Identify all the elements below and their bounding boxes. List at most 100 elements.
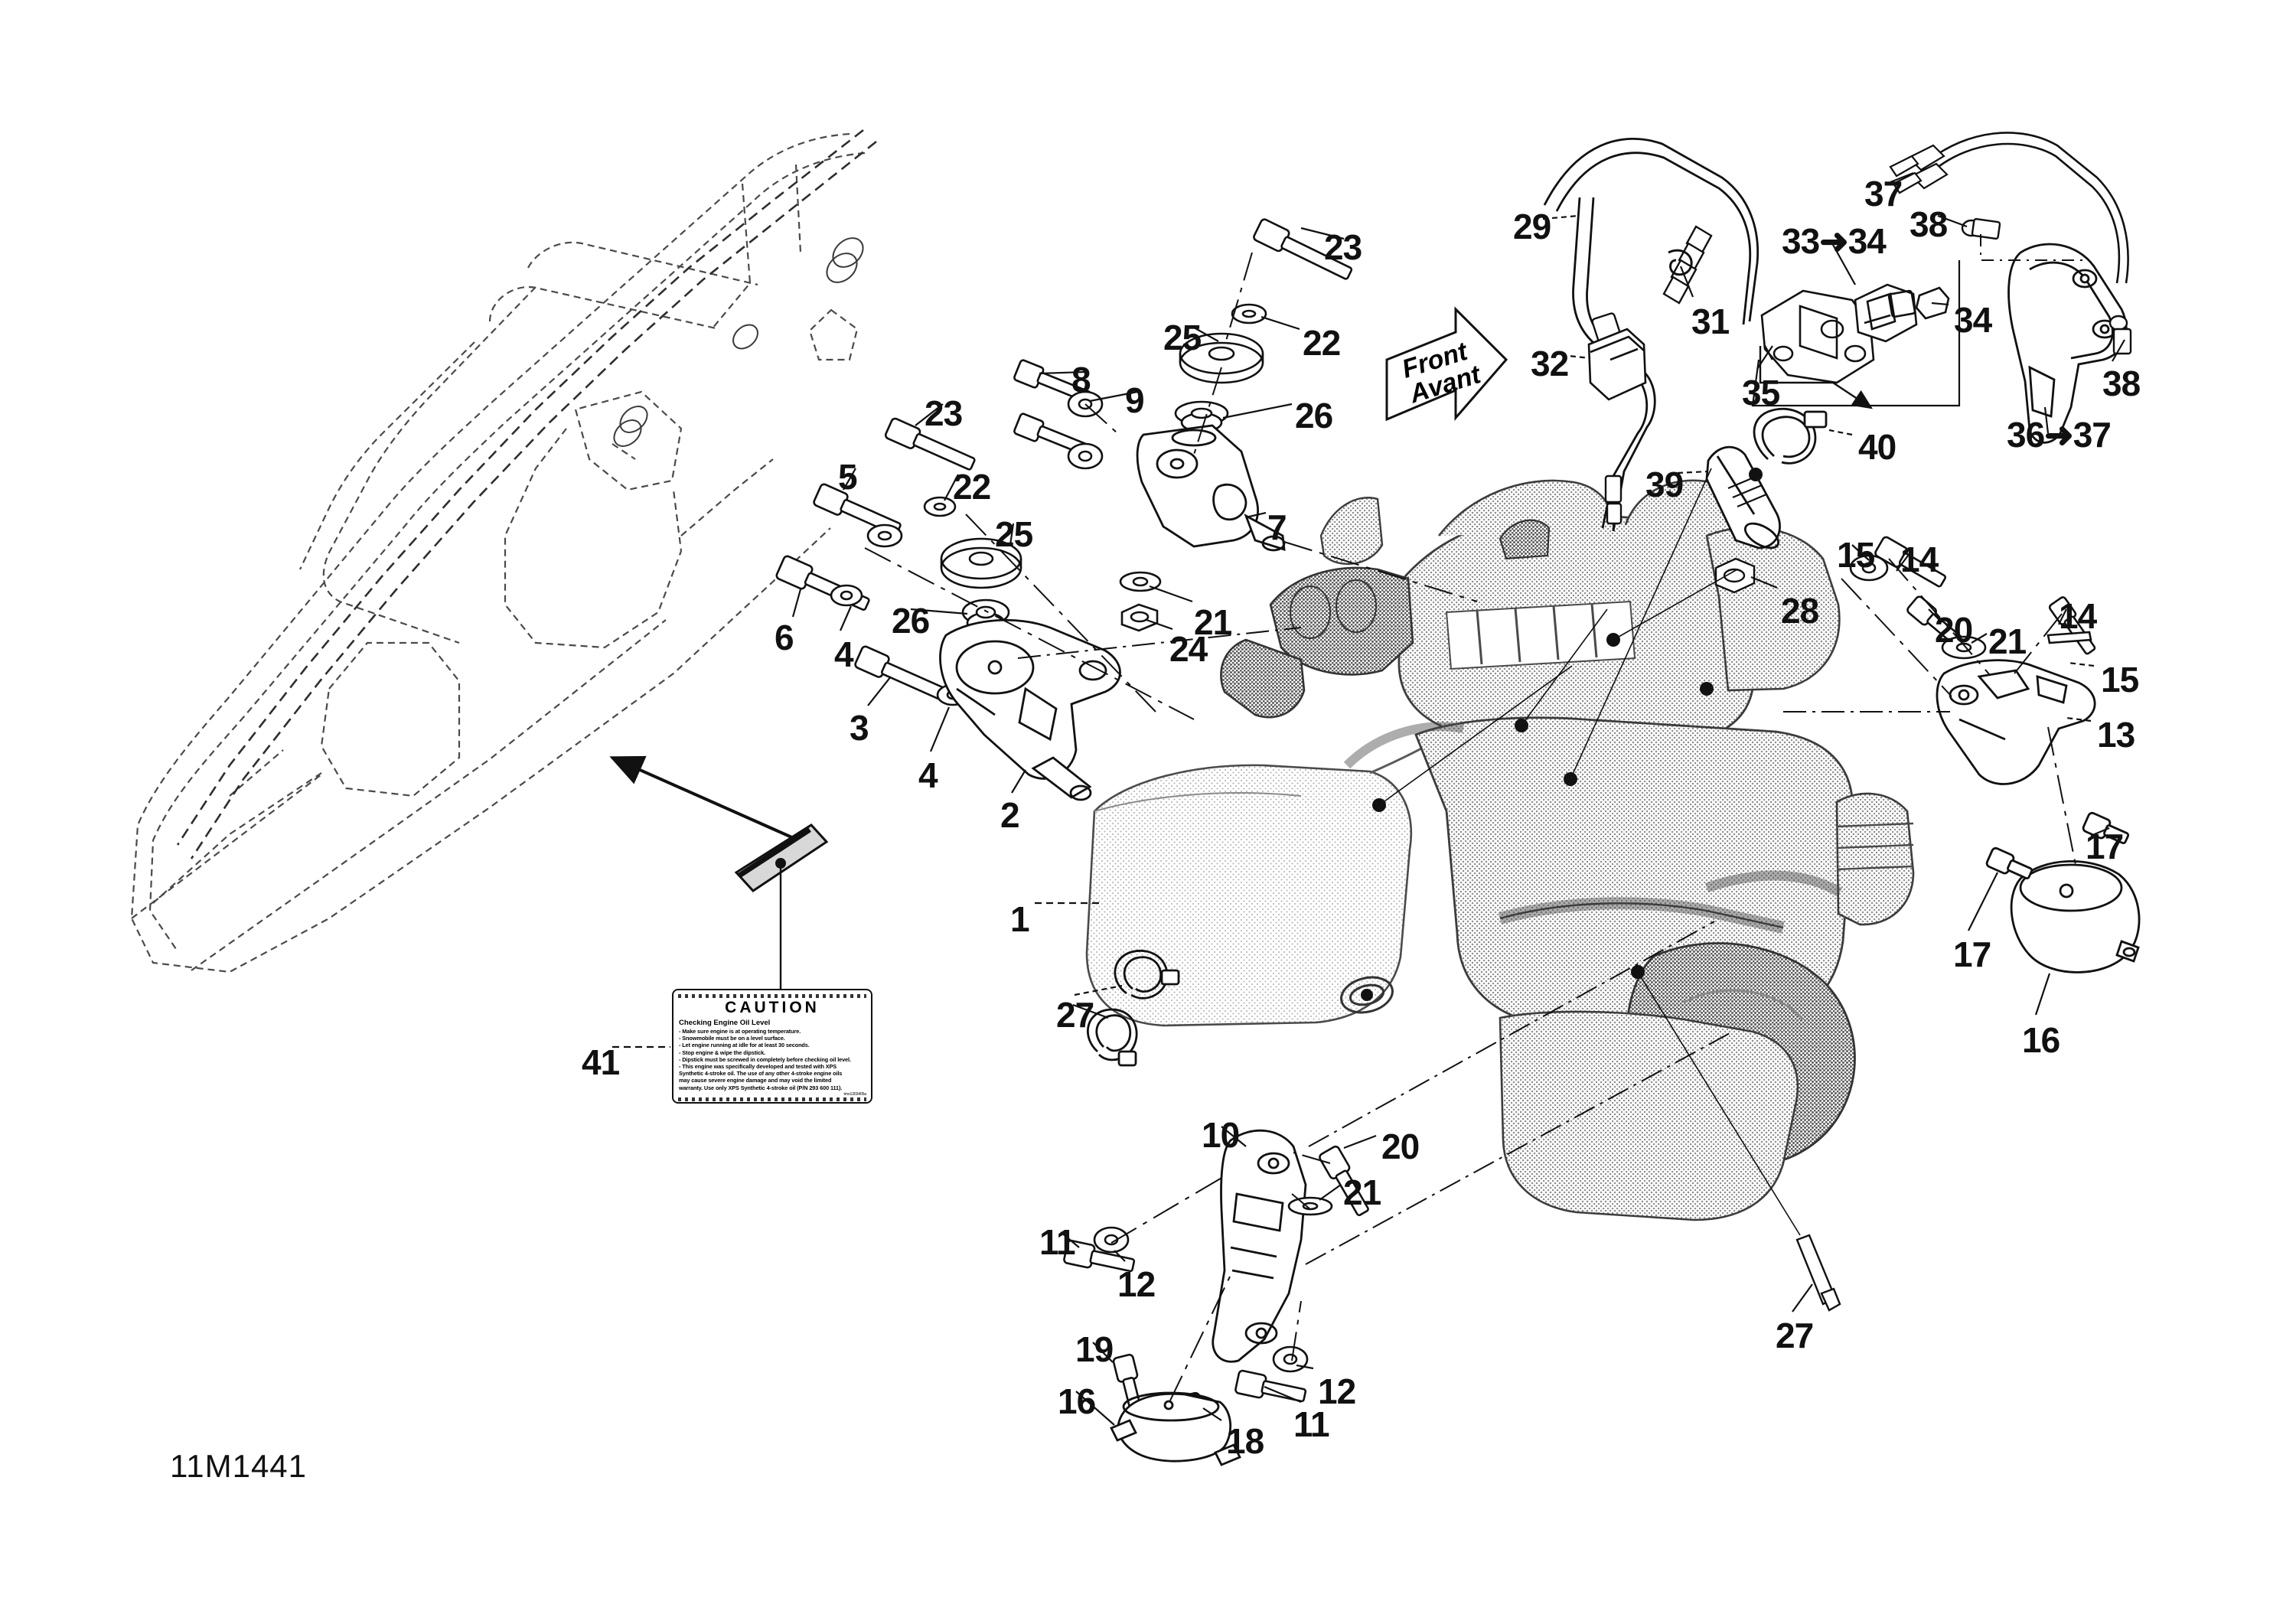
hose-clamp-27a: [1114, 950, 1180, 1000]
callout-20: 20: [1935, 610, 1973, 650]
callout-23: 23: [925, 393, 963, 433]
callout-7: 7: [1267, 507, 1287, 547]
fine-pointer-lines: [1378, 468, 1801, 1236]
assembly-axes: [864, 252, 2076, 1403]
callout-32: 32: [1531, 344, 1569, 383]
callout-29: 29: [1513, 207, 1551, 246]
chassis-rail-highlight: [176, 129, 877, 859]
callout-26: 26: [1295, 396, 1333, 435]
callout-9: 9: [1125, 380, 1145, 420]
callout-38: 38: [1910, 204, 1948, 244]
callout-36-to-37: 36➜37: [2007, 415, 2112, 455]
rear-engine-support-bracket: [1936, 659, 2096, 785]
caution-bullet: - Dipstick must be screwed in completely…: [679, 1055, 851, 1063]
callout-2: 2: [1000, 795, 1020, 835]
callout-25: 25: [1163, 318, 1202, 357]
front-avant-arrow: [1385, 306, 1508, 422]
callout-15: 15: [1837, 535, 1875, 575]
callout-20: 20: [1381, 1127, 1420, 1166]
caution-bullet: - Let engine running at idle for at leas…: [679, 1042, 810, 1049]
callout-37: 37: [1864, 174, 1903, 214]
drawing-number: 11M1441: [170, 1448, 308, 1484]
callout-16: 16: [2022, 1020, 2060, 1060]
callout-4: 4: [918, 755, 938, 795]
callout-40: 40: [1858, 427, 1896, 467]
hose-clamp-27b: [1086, 1008, 1138, 1067]
callout-27: 27: [1776, 1316, 1814, 1355]
callout-23: 23: [1324, 227, 1362, 267]
callout-4: 4: [834, 634, 854, 674]
chassis-frame-outline: [130, 132, 866, 973]
lower-engine-support-bracket: [1212, 1129, 1307, 1363]
callout-22: 22: [953, 467, 991, 507]
grommet-32: [1587, 328, 1647, 401]
caution-footer-code: tmo1303405a: [843, 1092, 866, 1097]
callout-13: 13: [2097, 715, 2135, 755]
caution-decal: CAUTION Checking Engine Oil Level - Make…: [672, 989, 872, 1104]
hose-39: [1705, 445, 1781, 549]
caution-bullet: - This engine was specifically developed…: [679, 1062, 837, 1070]
callout-31: 31: [1691, 302, 1730, 341]
callout-11: 11: [1039, 1222, 1076, 1262]
caution-bullet: - Stop engine & wipe the dipstick.: [679, 1048, 765, 1056]
front-engine-support-bracket: [939, 618, 1121, 801]
callout-34: 34: [1954, 300, 1992, 340]
hose-clamp-27c: [1795, 1234, 1841, 1312]
callout-21: 21: [1194, 602, 1232, 642]
screw-38-lower: [2108, 315, 2132, 355]
caution-bullet: warranty. Use only XPS Synthetic 4-strok…: [679, 1084, 843, 1091]
hardware-lower-bracket: [1063, 1145, 1369, 1456]
caution-bullet: may cause severe engine damage and may v…: [679, 1077, 832, 1084]
callout-1: 1: [1010, 899, 1030, 939]
callout-33-to-34: 33➜34: [1782, 221, 1887, 261]
callout-15: 15: [2101, 660, 2139, 699]
callout-28: 28: [1781, 591, 1819, 631]
harness-connector-37: [1889, 144, 1949, 194]
caution-heading: CAUTION: [725, 999, 820, 1016]
callout-17: 17: [1953, 934, 1991, 974]
hardware-link-group: [1013, 218, 1353, 470]
callout-27: 27: [1056, 995, 1094, 1035]
callout-19: 19: [1075, 1329, 1114, 1369]
connector-bracket-35: [1760, 289, 1875, 384]
callout-18: 18: [1226, 1421, 1264, 1461]
callout-5: 5: [838, 457, 858, 497]
rubber-mount-right: [1985, 811, 2141, 973]
callout-39: 39: [1645, 465, 1684, 504]
harness-37: [1928, 132, 2129, 284]
callout-21: 21: [1343, 1172, 1381, 1212]
callout-11: 11: [1293, 1404, 1330, 1444]
callout-24: 24: [1169, 629, 1208, 669]
attachment-dots: [1361, 633, 1714, 1001]
callout-16: 16: [1058, 1381, 1096, 1421]
chassis-rail-hardware: [613, 237, 864, 447]
decal-location-arrow: [609, 755, 803, 843]
callout-12: 12: [1117, 1264, 1156, 1304]
bracket-36-37: [2007, 243, 2128, 444]
leader-lines: [612, 171, 2125, 1426]
callout-3: 3: [850, 708, 869, 748]
leader-38: [1980, 234, 2089, 261]
engine-assembly: [1085, 479, 1915, 1221]
caution-decal-placed: [734, 823, 829, 989]
callout-10: 10: [1202, 1115, 1240, 1155]
hose-clamp-40: [1753, 407, 1828, 465]
callout-35: 35: [1742, 373, 1780, 413]
callout-25: 25: [995, 514, 1033, 554]
nut-28: [1714, 557, 1756, 594]
callout-41: 41: [582, 1042, 620, 1082]
connector-33-34: [1854, 283, 1950, 343]
caution-subheading: Checking Engine Oil Level: [679, 1019, 771, 1027]
callout-38: 38: [2102, 364, 2141, 403]
caution-bullet: Synthetic 4-stroke oil. The use of any o…: [679, 1070, 843, 1078]
decal-dash-bottom: [678, 1097, 866, 1102]
callout-22: 22: [1303, 323, 1341, 363]
caution-bullet: - Make sure engine is at operating tempe…: [679, 1028, 801, 1035]
screw-38-upper: [1961, 217, 2001, 240]
callout-12: 12: [1318, 1371, 1356, 1411]
caution-bullet: - Snowmobile must be on a level surface.: [679, 1035, 785, 1042]
rubber-mount-lower: [1110, 1391, 1241, 1466]
caution-bullet-list: - Make sure engine is at operating tempe…: [678, 1028, 866, 1091]
callout-14: 14: [2059, 596, 2097, 636]
